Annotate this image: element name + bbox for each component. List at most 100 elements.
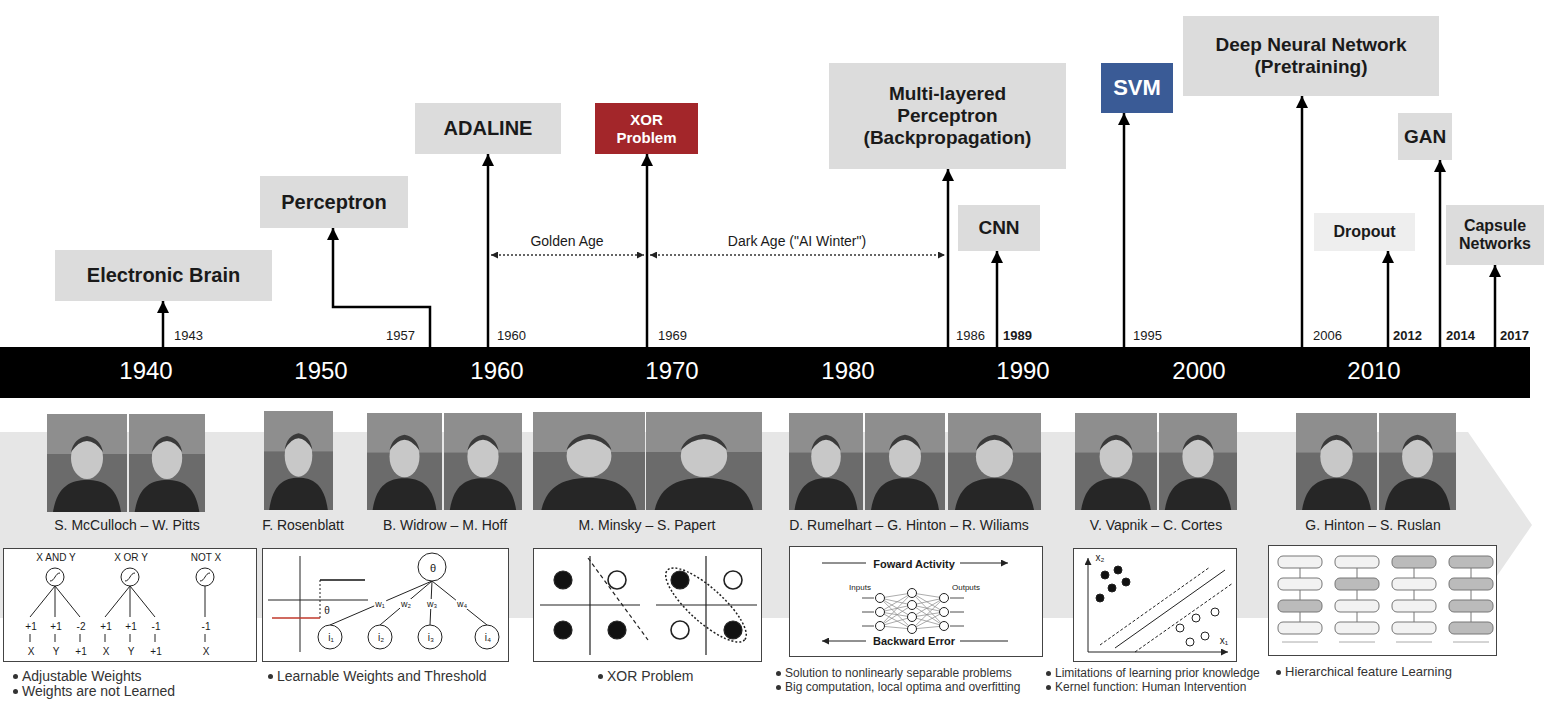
year-label: 1957 xyxy=(386,329,415,344)
portrait-photo xyxy=(47,414,127,512)
bullet-dot xyxy=(13,674,18,679)
timeline-arrow xyxy=(1301,96,1304,347)
timeline-arrow xyxy=(487,154,490,347)
timeline-arrow xyxy=(996,251,999,347)
era-span-arrow xyxy=(491,254,644,255)
pretraining-stack xyxy=(1392,556,1436,568)
backprop-network xyxy=(940,622,949,631)
xor-plot xyxy=(671,571,689,589)
svm-plot xyxy=(1088,652,1228,653)
backprop-network xyxy=(876,594,885,603)
portrait-photo xyxy=(444,413,522,510)
pretraining-stack xyxy=(1335,556,1379,568)
milestone-box: Deep Neural Network (Pretraining) xyxy=(1183,16,1439,96)
timeline-arrow xyxy=(1387,251,1390,347)
panel-text: θ xyxy=(429,562,437,575)
illustration-panel: X AND YX OR YNOT X+1+1-2+1+1-1-1XY+1XY+1… xyxy=(3,548,257,662)
xor-plot xyxy=(608,621,626,639)
pretraining-stack xyxy=(1278,556,1322,568)
milestone-label: ADALINE xyxy=(444,117,533,140)
pretraining-stack xyxy=(1449,556,1493,568)
person-name: G. Hinton – S. Ruslan xyxy=(1305,517,1440,533)
panel-text: X xyxy=(27,646,36,658)
xor-plot xyxy=(671,621,689,639)
decade-label: 1990 xyxy=(995,357,1050,385)
year-label: 2014 xyxy=(1446,329,1475,344)
pretraining-stack xyxy=(1282,642,1489,643)
panel-text: x₂ xyxy=(1095,552,1106,564)
xor-plot xyxy=(724,571,742,589)
milestone-label: Dropout xyxy=(1333,223,1395,241)
panel-frame xyxy=(534,549,762,662)
timeline-arrow xyxy=(947,169,950,347)
era-span-arrow xyxy=(491,254,945,255)
milestone-label: Electronic Brain xyxy=(87,264,240,287)
backprop-network xyxy=(940,594,949,603)
svm-plot xyxy=(1135,583,1233,652)
svm-plot xyxy=(1186,638,1194,646)
svm-plot xyxy=(1192,614,1200,622)
bullet-text: Adjustable Weights xyxy=(22,668,142,684)
person-name: M. Minsky – S. Papert xyxy=(579,517,716,533)
era-span-arrow xyxy=(650,254,945,255)
panel-text: i₂ xyxy=(377,632,385,644)
panel-text: Foward Activity xyxy=(872,558,956,571)
milestone-box: Capsule Networks xyxy=(1446,205,1544,265)
panel-text: -1 xyxy=(151,621,162,633)
svm-plot xyxy=(1122,578,1130,586)
milestone-box: CNN xyxy=(958,205,1040,251)
panel-frame xyxy=(789,546,1043,657)
year-label: 2012 xyxy=(1393,329,1422,344)
person-name: V. Vapnik – C. Cortes xyxy=(1090,517,1222,533)
panel-text: w₄ xyxy=(456,599,468,609)
perceptron-diagram xyxy=(320,579,365,581)
svm-plot xyxy=(1088,558,1089,652)
perceptron-diagram xyxy=(418,553,446,581)
panel-text: +1 xyxy=(124,621,137,633)
xor-plot xyxy=(540,556,757,655)
timeline-arrow xyxy=(333,228,430,347)
person-name: F. Rosenblatt xyxy=(262,517,344,533)
panel-text: i₁ xyxy=(327,632,335,644)
panel-text: i₄ xyxy=(484,632,492,644)
portrait-photo xyxy=(129,414,205,512)
bullet-text: Weights are not Learned xyxy=(22,683,175,699)
bullet-text: Kernel function: Human Intervention xyxy=(1055,681,1246,695)
bullet-dot xyxy=(268,674,273,679)
xor-plot xyxy=(554,571,572,589)
panel-text: NOT X xyxy=(190,552,222,564)
perceptron-diagram xyxy=(418,625,442,649)
backprop-network xyxy=(876,622,885,631)
portrait-photo xyxy=(1075,413,1157,510)
panel-text: Y xyxy=(52,646,61,658)
svm-plot xyxy=(1108,584,1116,592)
panel-frame xyxy=(3,548,257,662)
panel-frame xyxy=(3,546,1497,663)
bullet-dot xyxy=(1046,671,1051,676)
portrait-photo xyxy=(646,412,762,510)
timeline-arrow xyxy=(1494,265,1497,347)
panel-text: Inputs xyxy=(848,583,872,592)
bullet-text: Learnable Weights and Threshold xyxy=(277,668,487,684)
backprop-network xyxy=(960,563,1008,564)
xor-plot xyxy=(724,621,742,639)
panel-text: X xyxy=(102,646,111,658)
neuron-diagram xyxy=(50,573,210,581)
timeline-arrow xyxy=(646,154,649,347)
svm-plot xyxy=(1211,608,1219,616)
portrait-photo xyxy=(533,412,645,510)
year-label: 1986 xyxy=(956,329,985,344)
milestone-box: Dropout xyxy=(1314,213,1415,251)
panel-text: Outputs xyxy=(951,583,981,592)
xor-plot xyxy=(608,571,626,589)
pretraining-stack xyxy=(1449,622,1493,634)
portrait-photo xyxy=(948,413,1041,510)
panel-text: w₂ xyxy=(400,599,412,609)
neuron-diagram xyxy=(30,568,214,642)
bullet-dot xyxy=(598,674,603,679)
backprop-network xyxy=(876,608,885,617)
backprop-network xyxy=(908,589,917,598)
pretraining-stack xyxy=(1278,578,1322,590)
milestone-box: Perceptron xyxy=(260,176,408,228)
